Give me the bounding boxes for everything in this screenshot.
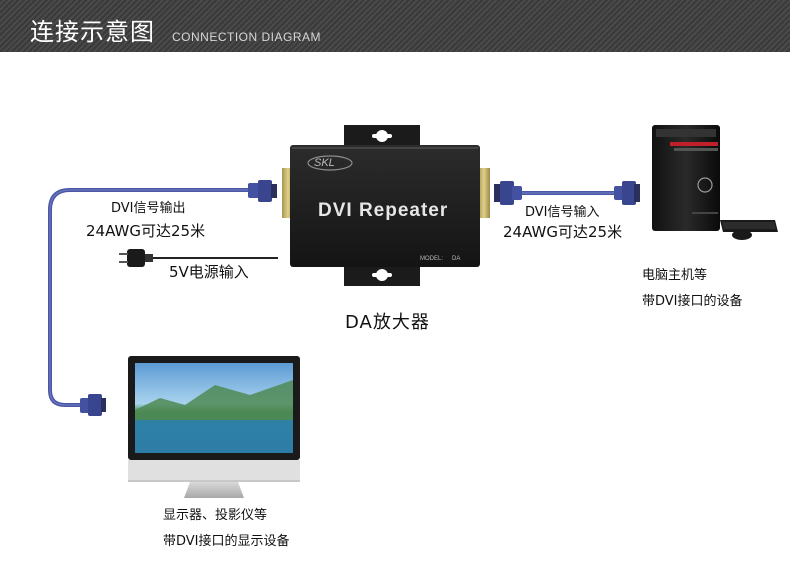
- page-subtitle: CONNECTION DIAGRAM: [172, 30, 322, 44]
- right-cable-label: DVI信号输入: [525, 205, 600, 220]
- header-bar: 连接示意图 CONNECTION DIAGRAM: [0, 0, 790, 52]
- model-label: MODEL:: [420, 256, 444, 262]
- right-cable-spec: 24AWG可达25米: [503, 223, 623, 241]
- mouse: [732, 230, 752, 240]
- dvi-connector-monitor: [80, 394, 106, 416]
- dvi-connector-right-device: [494, 181, 522, 205]
- page-title: 连接示意图: [30, 18, 155, 46]
- pc-tower: [652, 125, 720, 231]
- monitor: [128, 356, 300, 498]
- power-label: 5V电源输入: [169, 263, 249, 281]
- dvi-connector-right-pc: [614, 181, 640, 205]
- left-cable-label: DVI信号输出: [111, 201, 186, 216]
- power-adapter-plug: [119, 249, 278, 267]
- dvi-repeater-device: [282, 125, 490, 286]
- brand-logo: SKL: [314, 157, 335, 169]
- dvi-connector-left-top: [248, 180, 277, 202]
- left-cable-spec: 24AWG可达25米: [86, 222, 206, 240]
- device-label: DVI Repeater: [318, 200, 449, 221]
- keyboard: [720, 220, 778, 232]
- display-sublabel: 带DVI接口的显示设备: [163, 534, 290, 549]
- pc-label: 电脑主机等: [642, 268, 708, 283]
- pc-sublabel: 带DVI接口的设备: [642, 294, 743, 309]
- device-caption: DA放大器: [345, 312, 430, 333]
- model-value: DA: [452, 256, 461, 262]
- display-label: 显示器、投影仪等: [163, 508, 268, 523]
